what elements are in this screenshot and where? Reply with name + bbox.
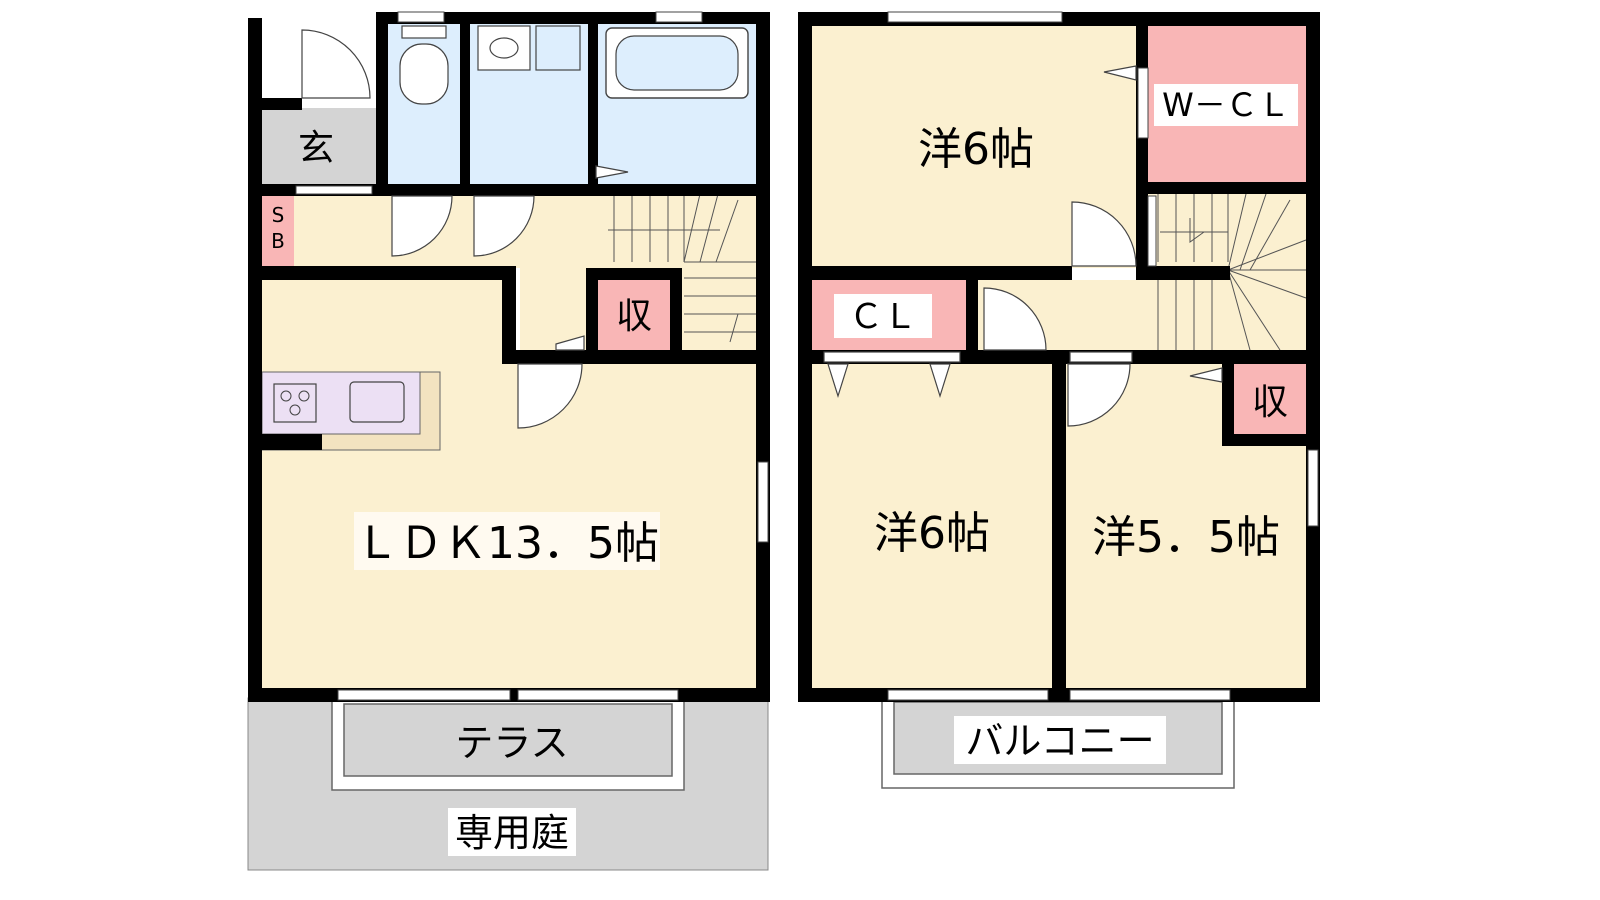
windows-floor-1: [295, 11, 769, 701]
doors-floor-1: [301, 29, 629, 429]
stairs-lines-1: [608, 193, 756, 343]
washer-icon: [535, 25, 581, 71]
toilet-tank-icon: [401, 25, 447, 39]
doors-floor-2: [823, 65, 1223, 427]
room-b-label: 洋6帖: [874, 508, 990, 559]
windows-floor-2: [887, 11, 1319, 701]
stairs-lines-2: [1157, 193, 1307, 351]
ldk-label: ＬＤＫ13．5帖: [355, 518, 659, 569]
terrace-label: テラス: [455, 721, 568, 765]
storage-label-floor-1: 収: [616, 296, 652, 337]
sink-icon: [349, 381, 405, 423]
toilet-bowl-icon: [399, 43, 449, 105]
garden-label: 専用庭: [455, 811, 569, 855]
stove-icon: [273, 383, 317, 423]
floor-1: 玄 S B 収 ＬＤＫ13．5帖 テラス 専用庭: [247, 11, 770, 871]
storage-label-floor-2: 収: [1252, 382, 1288, 423]
shoe-box-label-b: B: [271, 229, 285, 253]
room-c-label: 洋5．5帖: [1092, 512, 1280, 563]
room-b: [812, 362, 1052, 688]
cl-label: ＣＬ: [849, 297, 917, 337]
shoe-box: [262, 194, 294, 266]
basin-icon: [477, 25, 531, 71]
shoe-box-label-s: S: [272, 203, 285, 227]
wcl-label: W－ＣＬ: [1162, 86, 1290, 124]
storage-floor-1: [598, 280, 670, 350]
room-a-label: 洋6帖: [918, 124, 1034, 175]
floor-2: 洋6帖 W－ＣＬ ＣＬ 洋6帖 洋5．5帖 収 バルコニー: [798, 11, 1320, 789]
terrace-inner: [343, 703, 673, 777]
balcony-label: バルコニー: [965, 719, 1154, 763]
storage-floor-2: [1234, 364, 1306, 434]
entrance-label: 玄: [298, 128, 334, 169]
